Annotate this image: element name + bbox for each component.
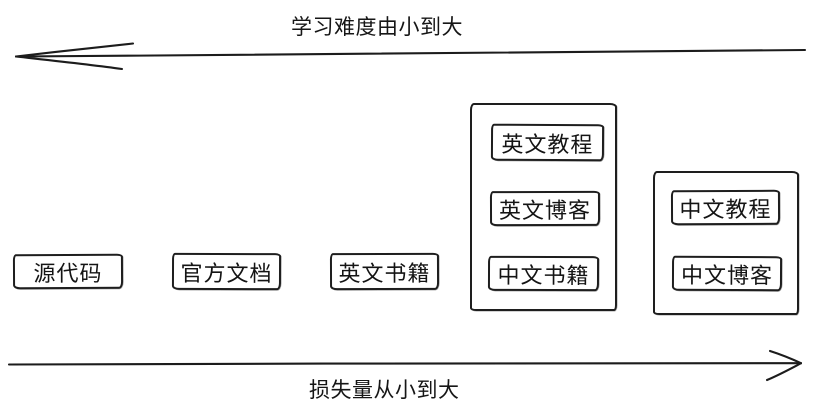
top-axis-label: 学习难度由小到大: [291, 16, 463, 39]
group-chinese-tutorials-blogs: 中文教程 中文博客: [653, 171, 799, 315]
bottom-axis-label: 损失量从小到大: [309, 379, 460, 402]
box-chinese-tutorials: 中文教程: [670, 189, 781, 226]
box-english-tutorials: 英文教程: [490, 123, 605, 162]
group-english-tutorials-blogs-chinese-books: 英文教程 英文博客 中文书籍: [470, 103, 617, 311]
box-english-blogs: 英文博客: [489, 190, 601, 227]
box-source-code: 源代码: [12, 253, 124, 290]
box-chinese-blogs: 中文博客: [671, 255, 783, 292]
arrow-left-icon: [14, 42, 807, 71]
box-english-books: 英文书籍: [329, 252, 440, 291]
box-official-docs: 官方文档: [171, 252, 282, 291]
box-chinese-books: 中文书籍: [487, 255, 600, 292]
